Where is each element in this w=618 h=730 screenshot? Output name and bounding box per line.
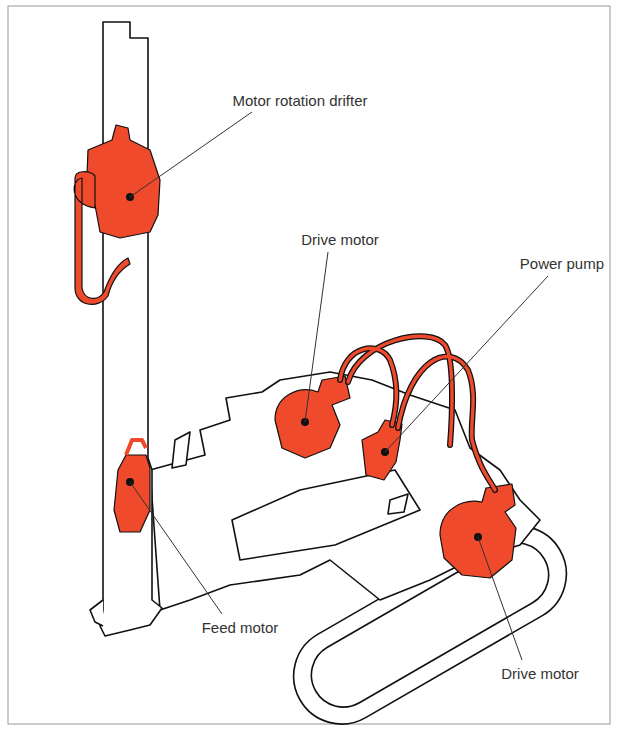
mast-foot [90,600,103,626]
carrier-body [150,372,540,610]
feed-motor [114,455,150,532]
drive-motor-right [440,484,516,578]
leader-lines [130,112,548,660]
callout-label: Feed motor [200,619,281,637]
rotation-drifter [86,125,160,238]
callout-dots [126,193,482,541]
feed-hose [126,440,146,455]
drive-motor-left [275,376,350,458]
callout-label: Drive motor [499,665,581,683]
callout-label: Drive motor [299,231,381,249]
drill-mast [100,22,162,636]
hydraulic-hoses [340,336,495,490]
drifter-hose [74,172,130,305]
callout-label: Power pump [518,255,606,273]
callout-label: Motor rotation drifter [230,92,369,110]
body-cutout [388,494,408,514]
body-cutout [172,432,190,468]
carrier-frame [232,470,420,560]
